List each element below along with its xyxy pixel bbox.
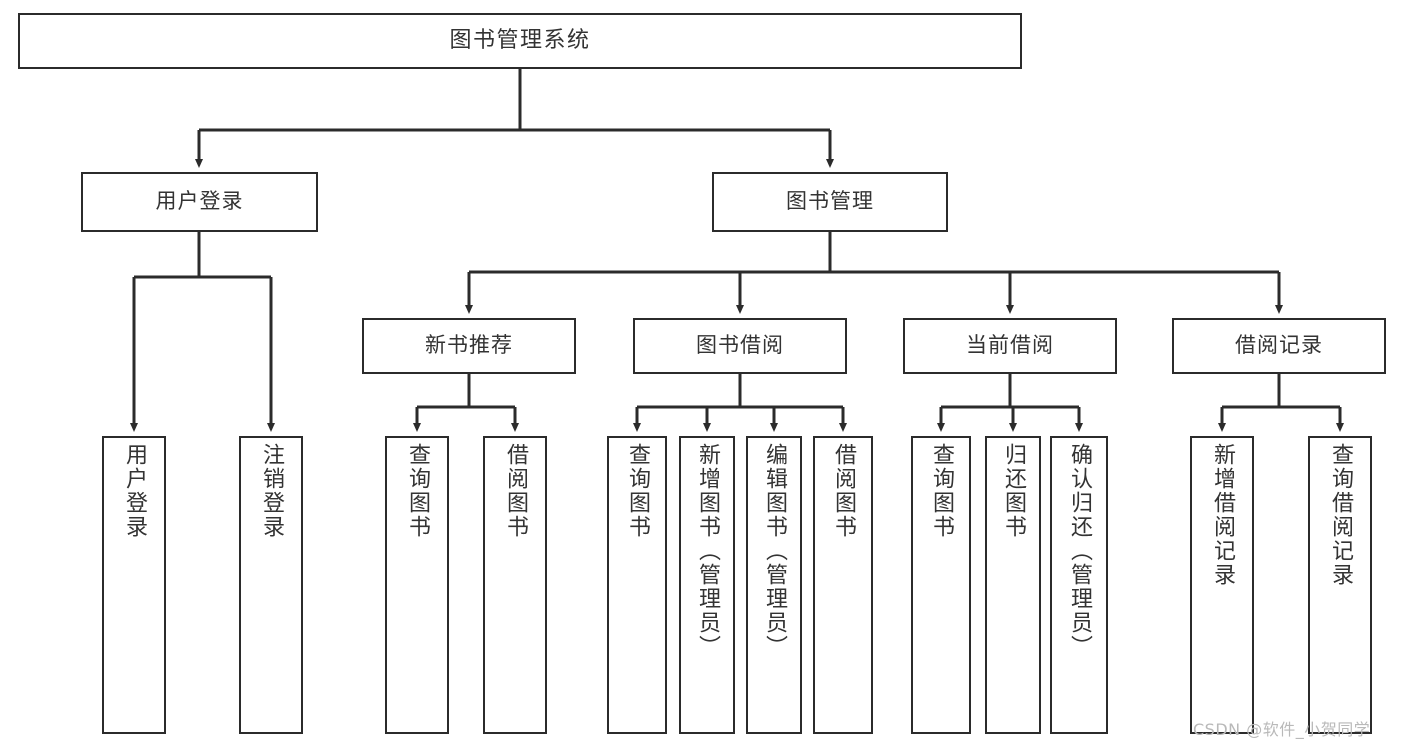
node-leaf-8-label: 查询图书	[929, 443, 954, 539]
node-leaf-8[interactable]: 查询图书	[911, 436, 971, 734]
node-tier2-1[interactable]: 图书管理	[712, 172, 948, 232]
node-tier3-0[interactable]: 新书推荐	[362, 318, 576, 374]
node-leaf-7[interactable]: 借阅图书	[813, 436, 873, 734]
node-leaf-12-label: 查询借阅记录	[1328, 443, 1353, 587]
node-leaf-11-label: 新增借阅记录	[1210, 443, 1235, 587]
node-leaf-2-label: 查询图书	[405, 443, 430, 539]
node-leaf-4-label: 查询图书	[625, 443, 650, 539]
node-leaf-10[interactable]: 确认归还（管理员）	[1050, 436, 1108, 734]
csdn-watermark: CSDN @软件_小贺同学	[1193, 720, 1371, 739]
node-leaf-9-label: 归还图书	[1001, 443, 1026, 539]
node-leaf-2[interactable]: 查询图书	[385, 436, 449, 734]
node-leaf-5[interactable]: 新增图书（管理员）	[679, 436, 735, 734]
node-tier3-3[interactable]: 借阅记录	[1172, 318, 1386, 374]
node-leaf-10-label: 确认归还（管理员）	[1067, 443, 1092, 659]
node-tier3-1-label: 图书借阅	[696, 333, 784, 358]
node-leaf-1-label: 注销登录	[259, 443, 284, 539]
node-leaf-12[interactable]: 查询借阅记录	[1308, 436, 1372, 734]
node-leaf-11[interactable]: 新增借阅记录	[1190, 436, 1254, 734]
node-leaf-7-label: 借阅图书	[831, 443, 856, 539]
node-leaf-3-label: 借阅图书	[503, 443, 528, 539]
node-root[interactable]: 图书管理系统	[18, 13, 1022, 69]
node-root-label: 图书管理系统	[449, 27, 591, 53]
node-leaf-5-label: 新增图书（管理员）	[695, 443, 720, 659]
node-tier2-0-label: 用户登录	[155, 189, 244, 214]
node-leaf-1[interactable]: 注销登录	[239, 436, 303, 734]
node-leaf-0[interactable]: 用户登录	[102, 436, 166, 734]
node-leaf-3[interactable]: 借阅图书	[483, 436, 547, 734]
node-leaf-6[interactable]: 编辑图书（管理员）	[746, 436, 802, 734]
node-tier3-2-label: 当前借阅	[966, 333, 1054, 358]
node-leaf-6-label: 编辑图书（管理员）	[762, 443, 787, 659]
node-tier3-3-label: 借阅记录	[1235, 333, 1323, 358]
node-tier2-0[interactable]: 用户登录	[81, 172, 318, 232]
node-tier3-0-label: 新书推荐	[425, 333, 513, 358]
node-tier2-1-label: 图书管理	[786, 189, 874, 214]
node-leaf-9[interactable]: 归还图书	[985, 436, 1041, 734]
node-tier3-1[interactable]: 图书借阅	[633, 318, 847, 374]
node-leaf-4[interactable]: 查询图书	[607, 436, 667, 734]
node-tier3-2[interactable]: 当前借阅	[903, 318, 1117, 374]
node-leaf-0-label: 用户登录	[122, 443, 147, 539]
